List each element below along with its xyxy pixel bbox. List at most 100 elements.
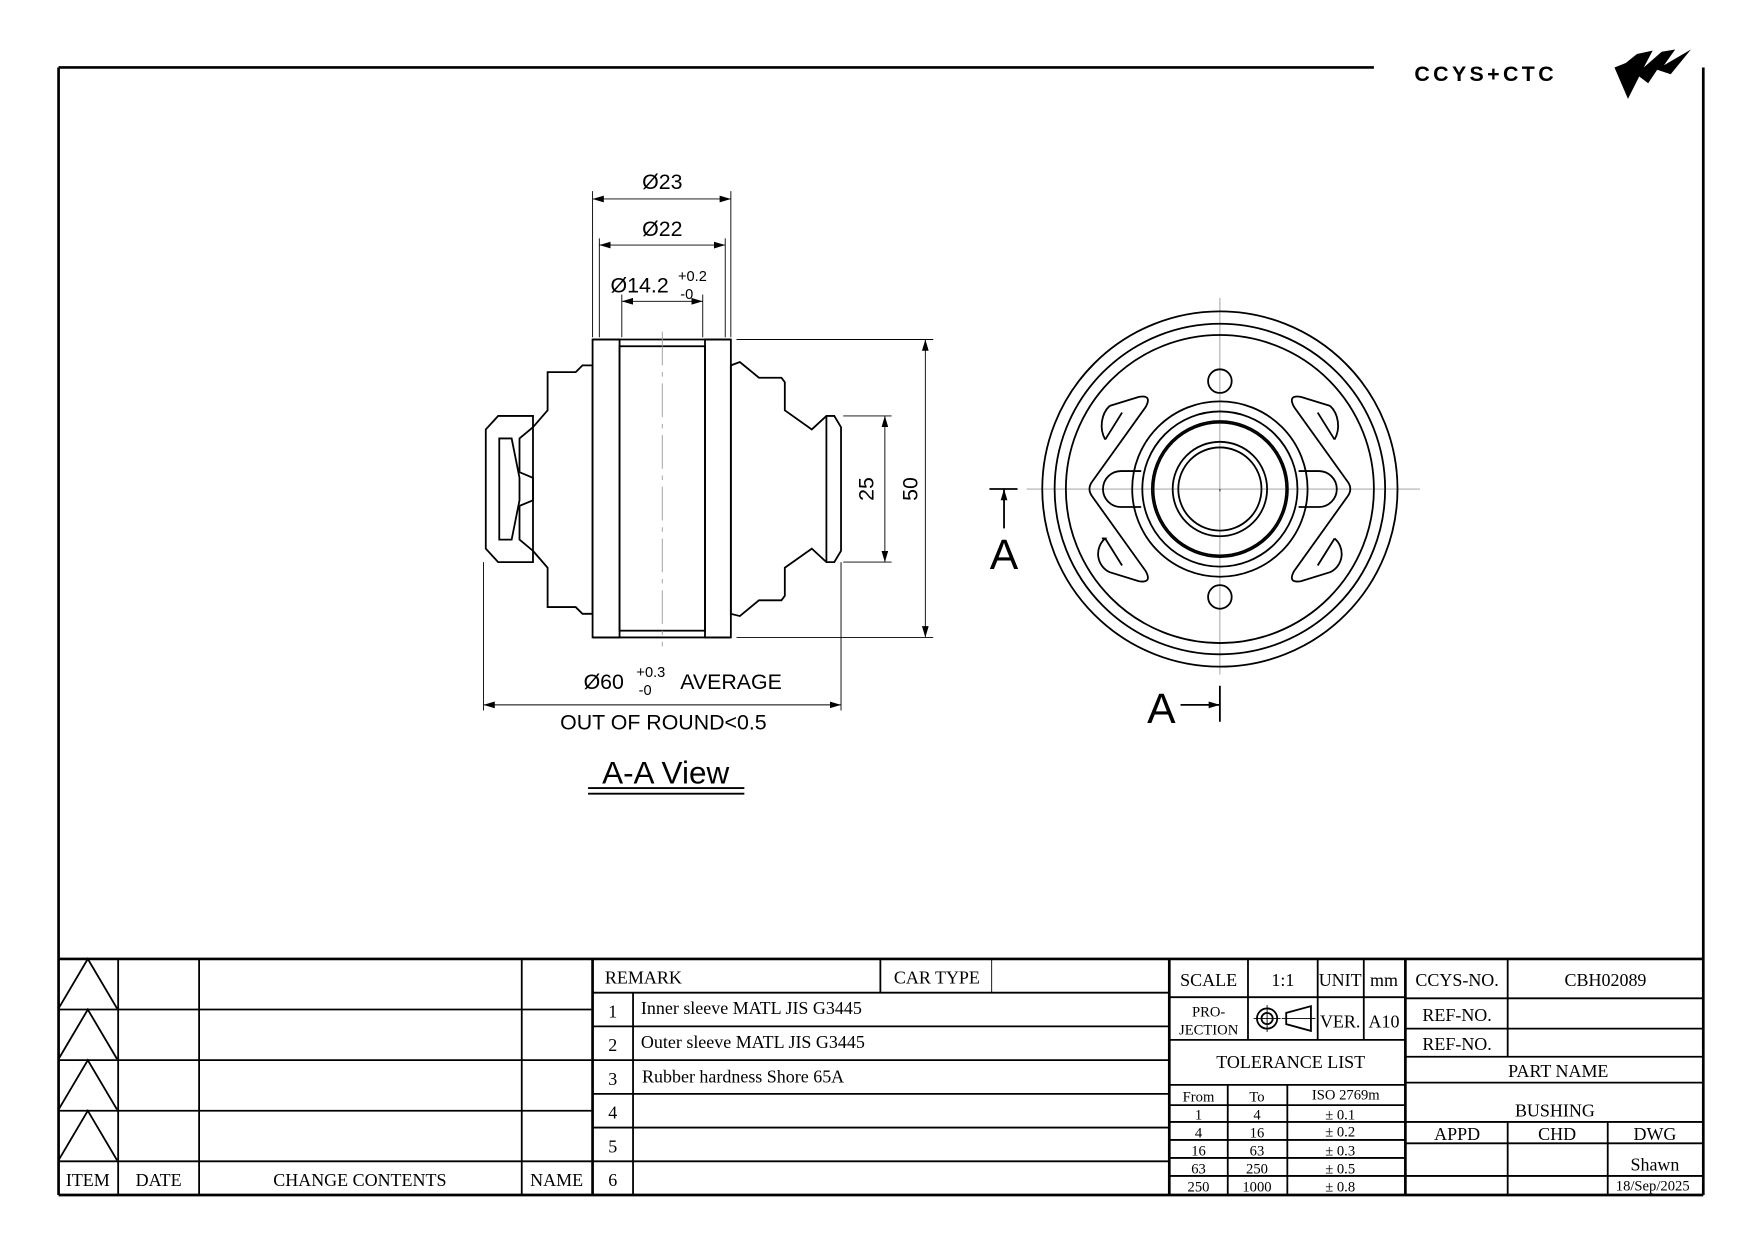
tol-to: 63 <box>1250 1144 1265 1160</box>
dim-d14: Ø14.2 <box>611 273 669 297</box>
unit-label: UNIT <box>1319 970 1362 990</box>
tol-from: 4 <box>1195 1126 1203 1142</box>
tol-to: 4 <box>1253 1108 1261 1124</box>
dim-d60-tol-minus: -0 <box>639 683 652 699</box>
dim-d23: Ø23 <box>642 170 682 194</box>
remark-no: 6 <box>608 1170 617 1190</box>
view-title: A-A View <box>602 756 729 791</box>
tolerance-title: TOLERANCE LIST <box>1216 1052 1365 1072</box>
outer-sleeve-left <box>591 338 621 639</box>
header-name: NAME <box>530 1170 583 1190</box>
part-name-label: PART NAME <box>1508 1061 1608 1081</box>
dimension-lines <box>483 191 934 711</box>
tol-value: ± 0.2 <box>1325 1125 1355 1141</box>
rubber-right-section <box>729 360 842 618</box>
projection-label-2: JECTION <box>1179 1022 1239 1038</box>
section-view: Ø23 Ø22 Ø14.2 +0.2 -0 25 50 Ø60 +0.3 -0 … <box>483 170 934 795</box>
tolerance-row: 63 250 ± 0.5 <box>1191 1162 1355 1178</box>
section-label-top: A <box>990 531 1019 579</box>
header-change-contents: CHANGE CONTENTS <box>273 1170 446 1190</box>
slot-right <box>1298 470 1338 508</box>
ref-no-label-2: REF-NO. <box>1422 1034 1491 1054</box>
remark-text: Inner sleeve MATL JIS G3445 <box>641 998 862 1018</box>
ver-value: A10 <box>1369 1012 1400 1032</box>
tol-to: 1000 <box>1242 1180 1271 1196</box>
front-view <box>1026 297 1420 675</box>
tol-header-from: From <box>1183 1090 1215 1106</box>
hole-top <box>1207 368 1233 394</box>
scale-value: 1:1 <box>1271 970 1294 990</box>
logo-text: CCYS+CTC <box>1414 62 1557 86</box>
first-angle-projection-icon <box>1253 1004 1316 1033</box>
ver-label: VER. <box>1320 1012 1360 1032</box>
tolerance-row: 1 4 ± 0.1 <box>1195 1108 1355 1124</box>
tol-from: 1 <box>1195 1108 1202 1124</box>
section-marker-top: A <box>989 488 1019 579</box>
dim-50: 50 <box>898 477 922 501</box>
ref-no-label: REF-NO. <box>1422 1005 1491 1025</box>
tol-to: 250 <box>1246 1162 1268 1178</box>
dim-d22: Ø22 <box>642 217 682 241</box>
tolerance-row: 4 16 ± 0.2 <box>1195 1125 1355 1142</box>
tol-header-iso: ISO 2769m <box>1312 1087 1380 1103</box>
tol-from: 16 <box>1191 1144 1206 1160</box>
remark-table: REMARK CAR TYPE 1 Inner sleeve MATL JIS … <box>592 958 1171 1196</box>
dim-d14-tol-plus: +0.2 <box>678 269 707 285</box>
title-block: ITEM DATE CHANGE CONTENTS NAME REMARK CA… <box>57 957 1704 1196</box>
slot-left <box>1102 470 1142 508</box>
tolerance-row: 250 1000 ± 0.8 <box>1188 1180 1356 1196</box>
tol-to: 16 <box>1250 1126 1265 1142</box>
part-name-value: BUSHING <box>1515 1100 1595 1120</box>
outer-sleeve-right <box>704 338 732 639</box>
tolerance-list: TOLERANCE LIST From To ISO 2769m 1 4 ± 0… <box>1169 1052 1406 1196</box>
car-type-label: CAR TYPE <box>894 968 980 988</box>
header-item: ITEM <box>66 1170 110 1190</box>
scale-label: SCALE <box>1180 970 1237 990</box>
revision-table: ITEM DATE CHANGE CONTENTS NAME <box>57 957 594 1196</box>
tol-value: ± 0.5 <box>1325 1162 1355 1178</box>
remark-no: 1 <box>608 1001 617 1021</box>
tol-from: 250 <box>1188 1180 1210 1196</box>
section-label-bottom: A <box>1147 685 1176 733</box>
dim-d60-tol-plus: +0.3 <box>636 665 665 681</box>
projection-label: PRO- <box>1192 1004 1225 1020</box>
tolerance-row: 16 63 ± 0.3 <box>1191 1144 1355 1160</box>
remark-no: 4 <box>608 1103 617 1123</box>
dim-d60-note: AVERAGE <box>680 670 782 694</box>
rubber-left-section <box>532 364 594 615</box>
dim-25: 25 <box>855 477 879 501</box>
drawn-by: Shawn <box>1630 1154 1679 1174</box>
revision-triangle-icon <box>57 1007 118 1060</box>
revision-triangle-icon <box>57 1108 118 1161</box>
dim-d14-tol-minus: -0 <box>680 287 693 303</box>
dim-d60: Ø60 <box>584 670 624 694</box>
tol-from: 63 <box>1191 1162 1206 1178</box>
rubber-left-cap <box>484 415 534 564</box>
hole-bottom <box>1207 584 1233 610</box>
appd-label: APPD <box>1434 1124 1480 1144</box>
tol-value: ± 0.1 <box>1325 1108 1355 1124</box>
remark-text: Rubber hardness Shore 65A <box>642 1067 844 1087</box>
unit-value: mm <box>1370 970 1398 990</box>
remark-text: Outer sleeve MATL JIS G3445 <box>641 1032 865 1052</box>
logo-mark-icon <box>1614 49 1691 99</box>
tol-value: ± 0.8 <box>1325 1180 1355 1196</box>
part-info: CCYS-NO. CBH02089 REF-NO. REF-NO. PART N… <box>1405 958 1704 1196</box>
out-of-round-note: OUT OF ROUND<0.5 <box>560 711 767 735</box>
remark-no: 3 <box>608 1069 617 1089</box>
kidney-right <box>1290 395 1352 583</box>
remark-no: 2 <box>608 1035 617 1055</box>
tol-value: ± 0.3 <box>1325 1144 1355 1160</box>
ccys-no-value: CBH02089 <box>1565 970 1647 990</box>
ccys-no-label: CCYS-NO. <box>1415 970 1498 990</box>
header-date: DATE <box>136 1170 182 1190</box>
drawing-date: 18/Sep/2025 <box>1616 1179 1690 1195</box>
revision-triangle-icon <box>57 957 118 1009</box>
chd-label: CHD <box>1538 1124 1576 1144</box>
tol-header-to: To <box>1249 1090 1264 1106</box>
remark-header: REMARK <box>605 968 682 988</box>
remark-no: 5 <box>608 1136 617 1156</box>
dwg-label: DWG <box>1633 1124 1676 1144</box>
kidney-left <box>1088 395 1149 583</box>
